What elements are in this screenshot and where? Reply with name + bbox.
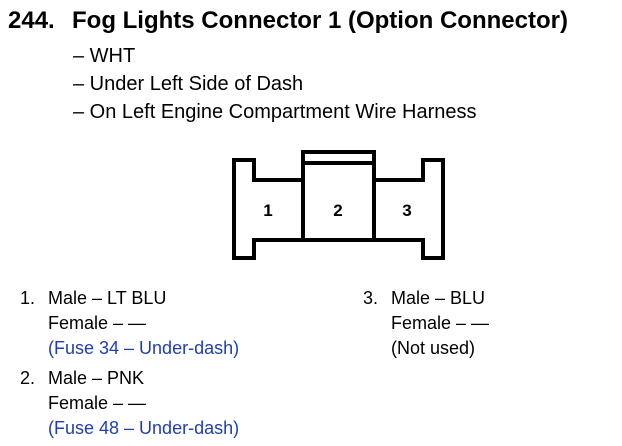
pin-fuse-note: (Fuse 34 – Under-dash) <box>48 338 240 358</box>
description-harness: – On Left Engine Compartment Wire Harnes… <box>73 101 477 123</box>
connector-housing <box>232 150 445 260</box>
pin-number-1: 1 <box>263 201 272 220</box>
pin-usage-note: (Not used) <box>391 338 476 358</box>
pin-3-details: 3. Male – BLU Female – — (Not used) <box>363 286 489 361</box>
pin-number-3: 3 <box>402 201 411 220</box>
pin-male-wire: Male – BLU <box>391 288 486 308</box>
pin-index: 1. <box>20 288 36 308</box>
pin-index: 2. <box>20 368 36 388</box>
pin-female-wire: Female – — <box>48 393 147 413</box>
pin-female-wire: Female – — <box>48 313 147 333</box>
page-title: 244. Fog Lights Connector 1 (Option Conne… <box>8 6 568 36</box>
connector-number: 244. <box>8 7 55 34</box>
pin-2-details: 2. Male – PNK Female – — (Fuse 48 – Under… <box>20 366 239 441</box>
connector-description: – WHT – Under Left Side of Dash – On Lef… <box>73 42 477 126</box>
description-location: – Under Left Side of Dash <box>73 73 304 95</box>
pin-female-wire: Female – — <box>391 313 490 333</box>
pin-1-details: 1. Male – LT BLU Female – — (Fuse 34 – Un… <box>20 286 239 361</box>
description-color: – WHT <box>73 45 136 67</box>
pin-male-wire: Male – PNK <box>48 368 145 388</box>
pin-fuse-note: (Fuse 48 – Under-dash) <box>48 418 240 438</box>
connector-title: Fog Lights Connector 1 (Option Connector… <box>72 7 568 34</box>
pin-male-wire: Male – LT BLU <box>48 288 167 308</box>
pin-number-2: 2 <box>333 201 342 220</box>
pin-index: 3. <box>363 288 379 308</box>
